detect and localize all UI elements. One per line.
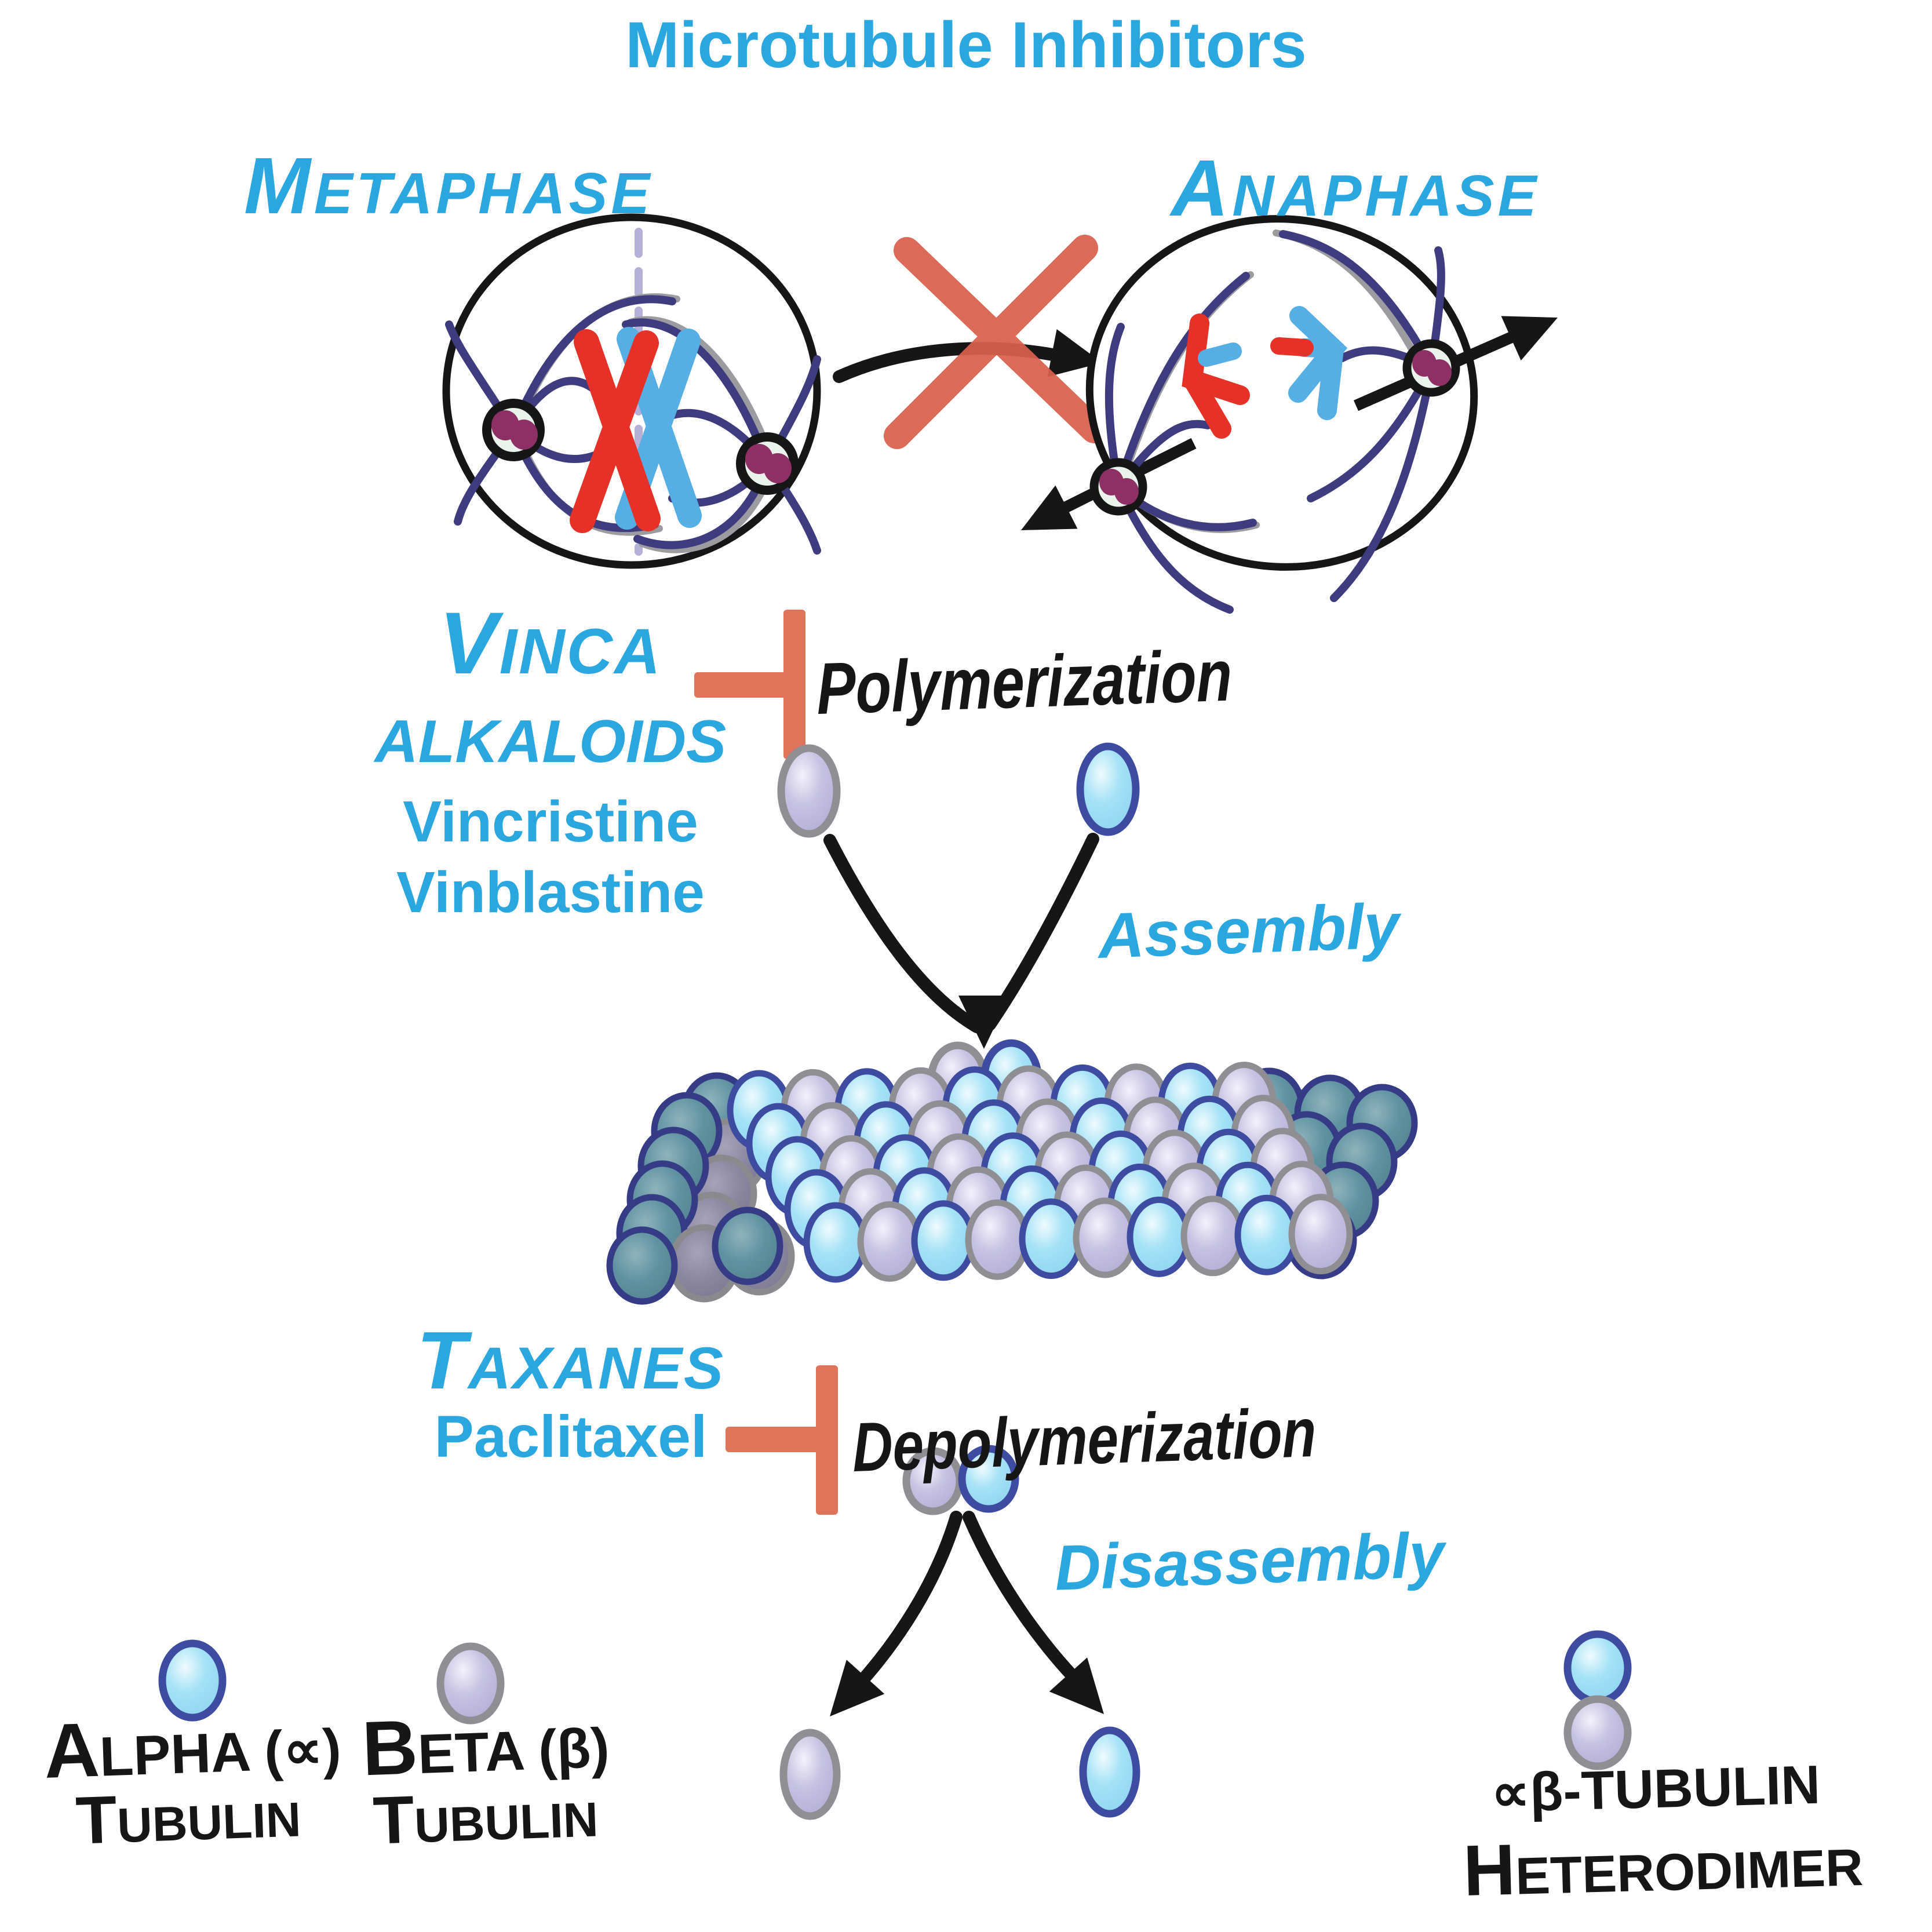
vinca-initial: V [439,595,500,692]
beta-tubulin-lattice-ball [1180,1195,1245,1277]
beta-tubulin-lattice-ball [1288,1194,1353,1275]
vinca-rest: INCA [499,616,662,687]
alpha-symbol: (∝) [263,1718,342,1782]
beta-tubulin-lattice-ball [965,1199,1030,1280]
teal-tubulin-lattice-ball [712,1206,783,1285]
anaphase-rest: NAPHASE [1232,163,1540,228]
red-chromatid-arrow [1182,314,1250,439]
beta-unit-rest: UBULIN [413,1792,599,1853]
vinca-class-label: VINCA [439,600,662,688]
polymerization-label: Polymerization [815,634,1233,730]
metaphase-cell-illustration [442,213,821,569]
alpha-unit-initial: T [74,1781,119,1858]
anaphase-cell-illustration [1021,215,1558,614]
free-alpha-tubulin-ball [1076,742,1140,836]
tubulin-dimer-release [902,1445,1019,1515]
assembly-label: Assembly [1096,890,1401,972]
heterodimer-label-line1: ∝β-TUBULIN [1490,1754,1821,1824]
page-title: Microtubule Inhibitors [625,9,1307,81]
legend-alpha-tubulin-ball [158,1639,227,1722]
alpha-tubulin-lattice-ball [1019,1198,1084,1280]
paclitaxel-label: Paclitaxel [434,1404,708,1470]
heterodimer-label-line2: HETERODIMER [1462,1825,1864,1911]
anaphase-initial: A [1171,144,1233,233]
legend-beta-tubulin-ball [436,1642,505,1725]
alpha-unit-rest: UBULIN [116,1792,302,1853]
red-cross-icon [884,235,1107,449]
metaphase-label: METAPHASE [244,146,653,226]
microtubule-lattice [606,1062,1418,1305]
anaphase-centrosome-right [1402,339,1460,397]
alpha-initial: A [42,1707,101,1795]
heterodimer-rest: ETERODIMER [1514,1838,1864,1906]
released-alpha-tubulin-ball [1079,1726,1140,1818]
vincristine-label: Vincristine [403,789,698,854]
alpha-tubulin-lattice-ball [803,1202,868,1283]
free-beta-tubulin-ball [777,744,841,838]
beta-rest: ETA [417,1719,524,1786]
alpha-tubulin-lattice-ball [1127,1196,1191,1277]
beta-unit-initial: T [371,1781,416,1858]
taxanes-class-label: TAXANES [417,1319,726,1402]
disassembly-arrows [830,1511,1104,1716]
alpha-tubulin-sublabel: TUBULIN [75,1780,302,1858]
teal-tubulin-lattice-ball [606,1226,678,1305]
alpha-tubulin-lattice-ball [911,1200,976,1281]
vinblastine-label: Vinblastine [396,860,705,925]
alpha-tubulin-label: ALPHA (∝) [42,1703,342,1795]
anaphase-centrosome-left [1089,458,1147,516]
alpha-tubulin-lattice-ball [1234,1194,1299,1275]
beta-tubulin-lattice-ball [1073,1197,1138,1278]
vinca-inhibition-bar-icon [694,610,805,759]
alpha-rest: LPHA [99,1720,250,1788]
heterodimer-stack [1563,1630,1632,1770]
taxanes-initial: T [416,1315,468,1406]
beta-tubulin-label: BETA (β) [360,1703,611,1792]
beta-tubulin-lattice-ball [857,1201,922,1282]
metaphase-initial: M [243,141,314,231]
metaphase-rest: ETAPHASE [314,161,654,226]
heterodimer-initial: H [1462,1829,1517,1912]
disassembly-label: Disassembly [1054,1519,1446,1604]
centrosome-right [736,432,799,495]
assembly-arrows [823,833,1099,1049]
vinca-class-label-line2: ALKALOIDS [374,708,727,775]
depolymerization-label: Depolymerization [851,1393,1317,1486]
taxanes-rest: AXANES [468,1335,726,1401]
blue-chromatid-arrow [1270,306,1348,420]
centrosome-left [482,399,545,461]
beta-symbol: (β) [537,1716,611,1781]
anaphase-label: ANAPHASE [1171,148,1540,228]
released-beta-tubulin-ball [779,1729,841,1820]
taxane-inhibition-bar-icon [726,1365,838,1515]
red-chromosome-x [570,329,661,533]
beta-tubulin-sublabel: TUBULIN [372,1780,599,1858]
beta-initial: B [360,1704,420,1792]
